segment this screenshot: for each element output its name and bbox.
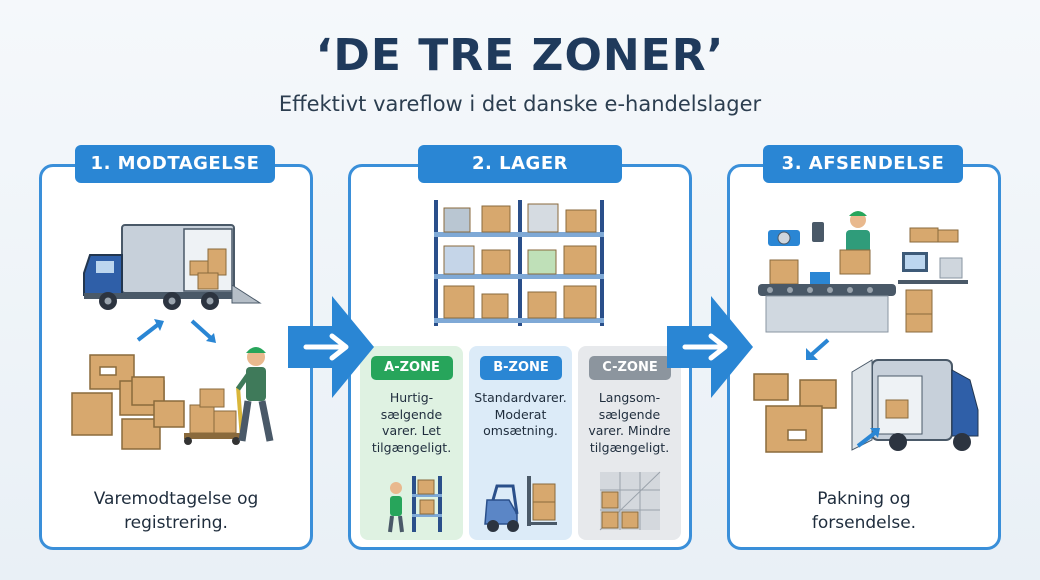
shelving-illustration: [434, 200, 604, 326]
picker-icon: [388, 476, 442, 533]
zone-b-badge: B-ZONE: [480, 356, 562, 380]
zone-c: C-ZONE Langsom- sælgende varer. Mindre t…: [578, 346, 681, 540]
parcels-icon: [753, 373, 837, 453]
truck-icon: [83, 224, 262, 310]
panel-shipping: [727, 164, 1001, 550]
packing-station-icon: [758, 211, 968, 333]
worker-icon: [184, 347, 274, 445]
step-label-shipping: 3. AFSENDELSE: [763, 145, 963, 183]
zone-c-description: Langsom- sælgende varer. Mindre tilgænge…: [588, 390, 671, 455]
shipping-caption: Pakning og forsendelse.: [811, 489, 917, 533]
delivery-van-icon: [851, 359, 979, 451]
step-label-storage: 2. LAGER: [418, 145, 622, 183]
page-subtitle: Effektivt vareflow i det danske e-handel…: [278, 92, 762, 116]
flow-arrow-2: [667, 296, 753, 398]
boxes-icon: [71, 354, 185, 450]
zone-c-badge: C-ZONE: [589, 356, 671, 380]
zone-b-description: Standardvarer. Moderat omsætning.: [474, 390, 567, 438]
zone-a-description: Hurtig- sælgende varer. Let tilgængeligt…: [371, 390, 452, 455]
page-title: ‘DE TRE ZONER’: [315, 30, 725, 81]
zone-a: A-ZONE Hurtig- sælgende varer. Let tilgæ…: [360, 346, 463, 540]
zone-b: B-ZONE Standardvarer. Moderat omsætning.: [469, 346, 572, 540]
step-label-receiving: 1. MODTAGELSE: [75, 145, 275, 183]
receiving-illustration: [71, 224, 274, 450]
forklift-icon: [484, 476, 557, 532]
receiving-caption: Varemodtagelse og registrering.: [93, 489, 259, 533]
stacked-boxes-icon: [599, 471, 661, 531]
zone-a-badge: A-ZONE: [371, 356, 453, 380]
shipping-illustration: [753, 211, 979, 453]
flow-arrow-1: [288, 296, 374, 398]
